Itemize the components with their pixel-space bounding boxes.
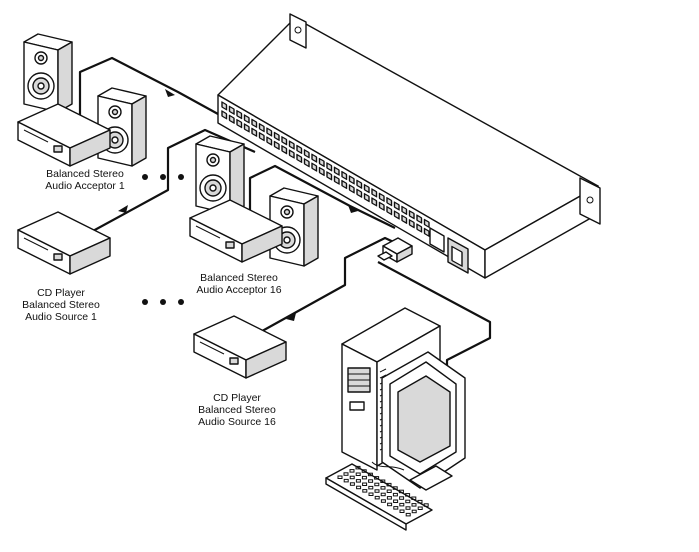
cd-player-icon: [17, 211, 111, 275]
rack-port: [318, 157, 325, 168]
source-1-line-3: Audio Source 1: [25, 311, 97, 323]
rack-port: [423, 227, 430, 238]
rack-port: [228, 105, 235, 115]
rack-port: [356, 188, 363, 198]
rack-port: [243, 123, 250, 133]
monitor-icon: [381, 351, 466, 491]
source-16-line-1: CD Player: [213, 392, 261, 404]
rack-port: [318, 166, 325, 177]
keyboard-icon: [325, 461, 433, 531]
rack-port: [341, 179, 348, 190]
rack-port: [228, 114, 235, 124]
rack-port: [363, 192, 370, 203]
rack-port: [281, 136, 288, 146]
rack-port: [423, 218, 430, 229]
rack-port: [303, 158, 310, 168]
rack-port: [326, 171, 333, 181]
source-16-label: CD Player Balanced Stereo Audio Source 1…: [172, 392, 302, 428]
rack-port: [266, 136, 273, 146]
rack-unit-icon: [217, 13, 601, 279]
acceptor-1-line-2: Audio Acceptor 1: [45, 180, 125, 192]
rack-port: [393, 210, 400, 220]
source-1-label: CD Player Balanced Stereo Audio Source 1: [0, 287, 122, 323]
rack-port: [296, 144, 303, 155]
rack-port: [371, 197, 378, 207]
source-16-line-2: Balanced Stereo: [198, 404, 276, 416]
rack-port: [311, 162, 318, 172]
rack-port: [333, 175, 340, 185]
rack-port: [236, 109, 243, 120]
rack-port: [363, 183, 370, 194]
rack-port: [348, 175, 355, 185]
rack-port: [288, 149, 295, 159]
rack-port: [401, 214, 408, 224]
speaker-icon: [23, 33, 73, 113]
rack-port: [393, 201, 400, 211]
acceptor-16-label: Balanced Stereo Audio Acceptor 16: [174, 272, 304, 296]
ellipsis-dots-icon: [142, 174, 184, 305]
rack-port: [378, 192, 385, 202]
rack-port: [281, 145, 288, 155]
rack-port: [401, 205, 408, 215]
rack-port: [311, 153, 318, 163]
source-1-line-1: CD Player: [37, 287, 85, 299]
acceptor-1-label: Balanced Stereo Audio Acceptor 1: [20, 168, 150, 192]
acceptor-16-line-1: Balanced Stereo: [200, 272, 278, 284]
rack-port: [258, 123, 265, 133]
acceptor-16-line-2: Audio Acceptor 16: [196, 284, 282, 296]
rack-port: [326, 162, 333, 172]
speaker-icon: [195, 135, 245, 215]
rack-port: [303, 149, 310, 159]
rack-port: [251, 118, 258, 128]
rack-port: [408, 210, 415, 220]
rack-port: [273, 131, 280, 141]
rack-port: [378, 201, 385, 211]
rack-port: [348, 184, 355, 194]
source-1-line-2: Balanced Stereo: [22, 299, 100, 311]
rack-port: [371, 188, 378, 198]
rack-port: [221, 101, 228, 111]
rack-port: [416, 214, 423, 224]
rack-port: [251, 127, 258, 137]
rack-port: [341, 170, 348, 181]
rack-port: [416, 223, 423, 233]
rack-port: [288, 140, 295, 150]
rack-port: [258, 132, 265, 142]
acceptor-1-line-1: Balanced Stereo: [46, 168, 124, 180]
rack-port: [333, 166, 340, 176]
speaker-icon: [269, 187, 319, 267]
rack-port: [221, 110, 228, 120]
rack-port: [273, 140, 280, 150]
rack-port: [386, 206, 393, 216]
rack-port: [408, 219, 415, 229]
rack-port: [296, 153, 303, 164]
cables: [78, 56, 492, 370]
rack-port: [266, 127, 273, 137]
rack-port: [386, 197, 393, 207]
amplifier-icon: [17, 103, 111, 167]
cd-player-icon: [193, 315, 287, 379]
amplifier-icon: [189, 199, 283, 263]
rack-port: [243, 114, 250, 124]
source-16-line-3: Audio Source 16: [198, 416, 276, 428]
serial-connector-icon: [377, 237, 413, 263]
rack-port: [356, 179, 363, 189]
rack-port: [236, 118, 243, 129]
